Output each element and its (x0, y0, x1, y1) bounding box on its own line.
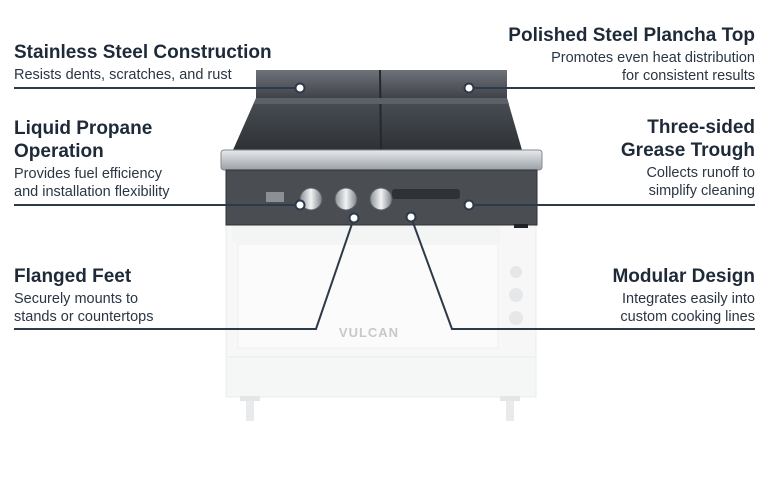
marker-plancha (463, 82, 475, 94)
marker-stainless (294, 82, 306, 94)
feature-desc-line1: Integrates easily into (622, 291, 755, 307)
feature-plancha: Polished Steel Plancha Top Promotes even… (508, 24, 755, 85)
callout-line-modular (410, 216, 755, 330)
feature-desc: Resists dents, scratches, and rust (14, 67, 232, 83)
feature-desc-line2: stands or countertops (14, 309, 154, 325)
marker-propane (294, 199, 306, 211)
feature-title-line2: Grease Trough (620, 140, 755, 161)
feature-title-line1: Three-sided (647, 117, 755, 138)
feature-desc-line2: and installation flexibility (14, 184, 170, 200)
griddle-unit (220, 69, 543, 228)
knob-2 (334, 187, 358, 211)
feature-stainless: Stainless Steel Construction Resists den… (14, 41, 272, 84)
brand-badge: VULCAN (339, 325, 399, 340)
knob-1 (299, 187, 323, 211)
feature-desc-line1: Provides fuel efficiency (14, 166, 163, 182)
feature-desc-line1: Securely mounts to (14, 291, 139, 307)
feature-modular: Modular Design Integrates easily into cu… (612, 265, 755, 326)
feature-feet: Flanged Feet Securely mounts to stands o… (14, 265, 153, 326)
control-knobs (299, 187, 393, 211)
marker-modular (405, 211, 417, 223)
feature-title: Polished Steel Plancha Top (508, 25, 755, 46)
callout-lines (14, 87, 755, 330)
grease-trough-rail (220, 149, 543, 171)
marker-trough (463, 199, 475, 211)
feature-title: Modular Design (612, 266, 755, 287)
feature-desc-line1: Collects runoff to (646, 165, 755, 181)
feature-title: Flanged Feet (14, 266, 132, 287)
feature-propane: Liquid Propane Operation Provides fuel e… (14, 117, 170, 201)
plancha-top (233, 98, 522, 150)
knob-3 (369, 187, 393, 211)
callout-line-feet (14, 217, 355, 330)
feature-title-line1: Liquid Propane (14, 118, 153, 139)
feature-title-line2: Operation (14, 141, 104, 162)
callout-markers (294, 82, 475, 224)
feature-title: Stainless Steel Construction (14, 42, 272, 63)
feature-desc-line1: Promotes even heat distribution (551, 50, 755, 66)
feature-trough: Three-sided Grease Trough Collects runof… (621, 116, 755, 200)
feature-desc-line2: simplify cleaning (648, 183, 755, 199)
marker-feet (348, 212, 360, 224)
feature-desc-line2: custom cooking lines (620, 309, 755, 325)
feature-desc-line2: for consistent results (622, 68, 755, 84)
oven-base (225, 221, 537, 421)
